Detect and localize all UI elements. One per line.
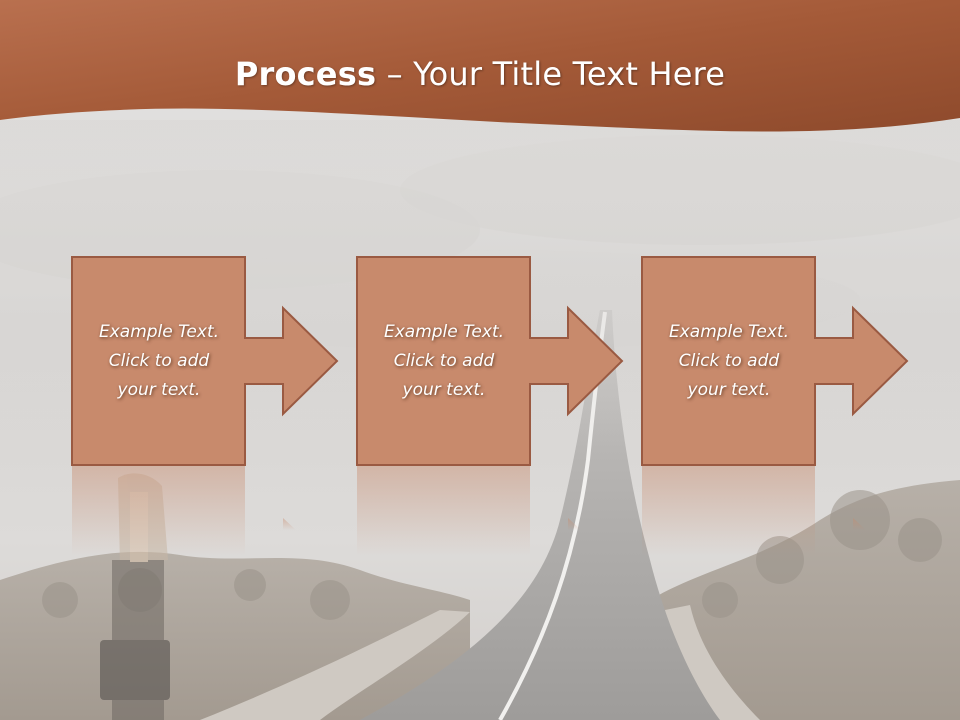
title-bold-word: Process xyxy=(234,55,377,93)
step-3-reflection xyxy=(642,466,866,556)
step-2-reflection xyxy=(357,466,581,556)
step-1-box-with-arrow xyxy=(71,256,339,466)
slide-title[interactable]: Process – Your Title Text Here xyxy=(0,50,960,98)
step-2-box-with-arrow xyxy=(356,256,624,466)
title-banner xyxy=(0,0,960,132)
step-1-reflection xyxy=(72,466,296,556)
step-2-text[interactable]: Example Text. Click to add your text. xyxy=(383,321,505,400)
step-3-box-with-arrow xyxy=(641,256,909,466)
step-3-text[interactable]: Example Text. Click to add your text. xyxy=(668,321,790,400)
step-1-text[interactable]: Example Text. Click to add your text. xyxy=(98,321,220,400)
title-rest-text: – Your Title Text Here xyxy=(376,55,726,93)
